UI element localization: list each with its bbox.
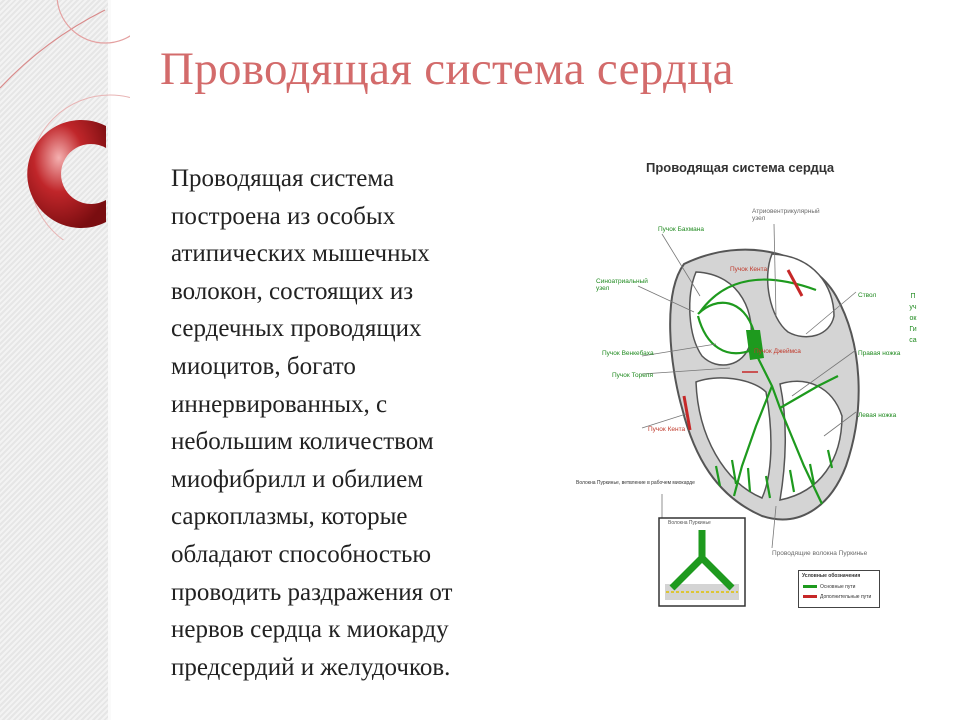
right-atrium: [689, 271, 752, 366]
label-his-stem: Ствол: [858, 292, 877, 299]
decorative-rings: [0, 0, 130, 240]
red-ring: [27, 120, 106, 229]
label-sa-node: Синоатриальный узел: [596, 278, 648, 292]
legend-item-main: Основные пути: [803, 584, 855, 590]
leader-lines: [637, 223, 857, 549]
label-james: Пучок Джеймса: [754, 348, 801, 355]
label-right-branch: Правая ножка: [858, 350, 901, 357]
vertical-label-his: Пучок Гиса: [909, 293, 917, 344]
body-text: Проводящая система построена из особых а…: [171, 165, 453, 681]
label-wenckebach: Пучок Венкебаха: [602, 350, 654, 357]
label-thorel: Пучок Тореля: [612, 372, 653, 379]
diagram-legend: Условные обозначения Основные пути Допол…: [798, 570, 880, 608]
inset-purkinje-fiber: [669, 530, 735, 591]
legend-item-accessory: Дополнительные пути: [803, 594, 871, 600]
conduction-pathways: [696, 278, 839, 505]
pathway-internodal-1: [697, 301, 756, 333]
accessory-pathways: [682, 269, 804, 431]
label-bachmann: Пучок Бахмана: [658, 226, 704, 233]
label-kent-top: Пучок Кента: [730, 266, 768, 273]
label-purkinje: Проводящие волокна Пуркинье: [772, 550, 868, 557]
av-node-mark: [746, 330, 764, 360]
legend-swatch-green: [803, 585, 817, 589]
kent-bundle-bottom: [682, 395, 692, 431]
pathway-internodal-2: [696, 315, 753, 355]
slide-title: Проводящая система сердца: [160, 43, 734, 95]
left-bundle-branch: [779, 375, 839, 409]
pathway-bachmann: [699, 278, 817, 313]
left-ventricle: [779, 380, 843, 501]
inset-caption: Волокна Пуркинье, ветвление в рабочем ми…: [576, 480, 695, 486]
stripe-edge: [108, 0, 111, 720]
legend-title: Условные обозначения: [802, 573, 861, 579]
inset-label: Волокна Пуркинье: [668, 520, 711, 526]
right-ventricle: [695, 377, 772, 499]
deco-arc: [0, 9, 106, 89]
heart-conduction-diagram: Проводящая система сердца Пучок Бахмана …: [566, 146, 948, 612]
decorative-stripe: [0, 0, 108, 720]
heart-drawing: [637, 223, 860, 607]
deco-circle-top: [56, 0, 130, 44]
label-left-branch: Левая ножка: [858, 412, 897, 419]
right-bundle-branch: [732, 385, 774, 497]
purkinje-branches: [714, 449, 834, 499]
figure-title: Проводящая система сердца: [646, 160, 835, 175]
kent-bundle-top: [786, 269, 804, 297]
label-av-node: Атриовентрикулярный узел: [752, 208, 820, 222]
label-kent-bottom: Пучок Кента: [648, 426, 686, 433]
legend-swatch-red: [803, 595, 817, 599]
